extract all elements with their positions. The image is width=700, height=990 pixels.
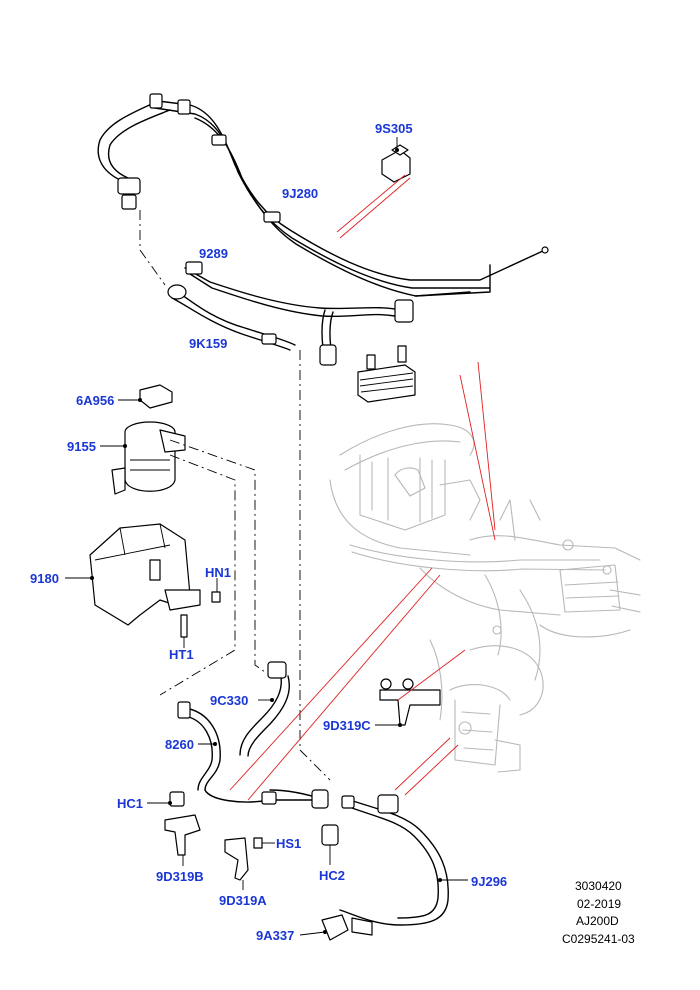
hose-connector — [311, 789, 329, 809]
callout-hc2: HC2 — [319, 868, 345, 883]
pipe-clip — [121, 194, 137, 210]
hose-connector — [377, 794, 399, 814]
bracket-9d319b — [147, 791, 201, 866]
callout-9s305: 9S305 — [375, 121, 413, 136]
pipe-clip — [263, 211, 281, 223]
fuel-filter-9155 — [100, 421, 186, 495]
callout-9k159: 9K159 — [189, 336, 227, 351]
fastener-hn1 — [211, 578, 221, 603]
cap-6a956 — [118, 384, 173, 409]
pipe-end — [541, 246, 549, 254]
pipe-clip — [211, 134, 227, 146]
fuel-pipe-9j280 — [97, 93, 549, 297]
screw-hs1 — [253, 837, 263, 849]
pipe-clip — [177, 99, 191, 115]
callout-9j280: 9J280 — [282, 186, 318, 201]
callout-ht1: HT1 — [169, 647, 194, 662]
fastener-ht1 — [180, 614, 188, 648]
callout-9155: 9155 — [67, 439, 96, 454]
pipe-connector — [319, 344, 337, 366]
routing-lines — [139, 210, 331, 781]
callout-9180: 9180 — [30, 571, 59, 586]
ref-engine: AJ200D — [576, 914, 619, 928]
pipe-clip — [185, 261, 203, 275]
callout-9289: 9289 — [199, 246, 228, 261]
heat-shield-9180 — [65, 523, 201, 626]
callout-hn1: HN1 — [205, 565, 231, 580]
hose-8260 — [177, 701, 329, 809]
fuel-pipe-9289 — [167, 261, 414, 366]
reference-block: 3030420 02-2019 AJ200D C0295241-03 — [562, 879, 635, 946]
hose-connector — [177, 701, 191, 719]
callout-9c330: 9C330 — [210, 693, 248, 708]
cooler-port — [366, 354, 376, 370]
ref-number: 3030420 — [575, 879, 622, 893]
callout-9d319a: 9D319A — [219, 893, 267, 908]
callout-9a337: 9A337 — [256, 928, 294, 943]
pipe-connector — [394, 299, 414, 323]
callout-labels: 9S305 9J280 9289 9K159 6A956 9155 9180 H… — [30, 121, 507, 943]
sensor-9s305 — [381, 137, 411, 183]
callout-9d319b: 9D319B — [156, 869, 204, 884]
callout-9d319c: 9D319C — [323, 718, 371, 733]
connector-9a337 — [299, 914, 373, 941]
callout-9j296: 9J296 — [471, 874, 507, 889]
cooler-port — [397, 345, 407, 363]
bracket-9d319c — [375, 678, 441, 727]
engine-assembly-ghost — [329, 423, 641, 773]
hose-clip — [261, 791, 277, 805]
ref-date: 02-2019 — [577, 897, 621, 911]
pipe-connector — [167, 284, 187, 300]
clip-hc1 — [169, 791, 185, 807]
hose-connector — [267, 661, 287, 679]
hose-9c330 — [239, 661, 290, 757]
fuel-cooler — [357, 345, 416, 403]
callout-hc1: HC1 — [117, 796, 143, 811]
bracket-9d319a — [224, 837, 275, 890]
hose-9j296 — [339, 794, 468, 926]
ref-code: C0295241-03 — [562, 932, 635, 946]
callout-6a956: 6A956 — [76, 393, 114, 408]
pipe-clip — [117, 177, 141, 195]
pipe-clip — [149, 93, 163, 109]
clip-hc2 — [321, 824, 339, 865]
hose-clip — [341, 795, 355, 809]
pipe-clip — [261, 333, 277, 345]
reference-lines — [229, 174, 496, 801]
callout-hs1: HS1 — [276, 836, 301, 851]
callout-8260: 8260 — [165, 737, 194, 752]
